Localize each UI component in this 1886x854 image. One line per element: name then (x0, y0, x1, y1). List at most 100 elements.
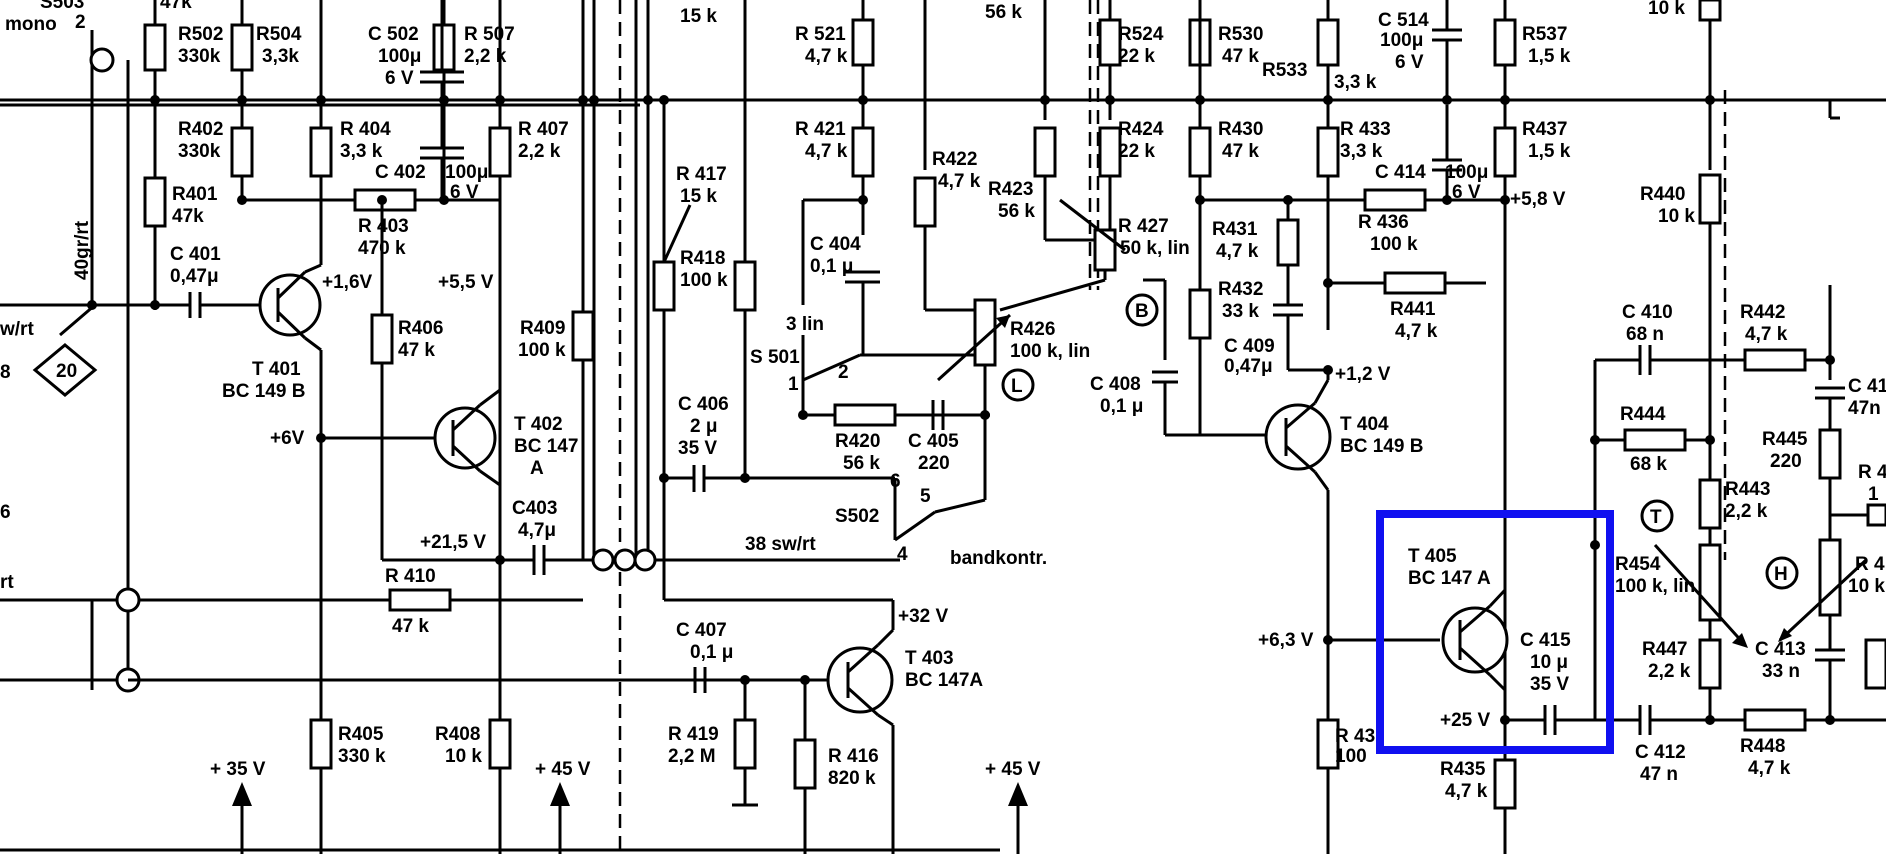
label-r418: R418 (680, 248, 725, 269)
label-r432: R432 (1218, 279, 1263, 300)
label-r424v: 22 k (1118, 141, 1155, 162)
label-t405t: BC 147 A (1408, 568, 1491, 589)
label-r442: R442 (1740, 302, 1785, 323)
label-r402: R402 (178, 119, 223, 140)
label-r435v: 4,7 k (1445, 781, 1488, 802)
label-r440v: 10 k (1658, 206, 1695, 227)
label-r537v: 1,5 k (1528, 46, 1571, 67)
label-v215: +21,5 V (420, 532, 486, 553)
label-t401t: BC 149 B (222, 381, 305, 402)
label-r423v: 56 k (998, 201, 1035, 222)
label-r435: R435 (1440, 759, 1486, 780)
label-r445v: 220 (1770, 451, 1802, 472)
label-r408v: 10 k (445, 746, 482, 767)
label-r417v: 15 k (680, 186, 717, 207)
label-c414v: 100μ (1445, 162, 1488, 183)
label-s503: S503 (40, 0, 84, 13)
label-c414u: 6 V (1452, 182, 1481, 203)
b-control-marker (1125, 293, 1159, 327)
label-s1: 1 (788, 374, 799, 395)
label-r502: R502 (178, 24, 223, 45)
label-t403: T 403 (905, 648, 954, 669)
label-r504: R504 (256, 24, 302, 45)
label-r445: R445 (1762, 429, 1808, 450)
label-swrt: w/rt (0, 319, 34, 340)
label-t: T (1650, 507, 1662, 528)
label-r431: R431 (1212, 219, 1258, 240)
label-r420v: 56 k (843, 453, 880, 474)
label-c402: C 402 (375, 162, 426, 183)
label-gr: 40gr/rt (72, 220, 93, 280)
label-c403v: 4,7μ (518, 520, 556, 541)
label-r401: R401 (172, 184, 218, 205)
label-r440: R440 (1640, 184, 1685, 205)
label-r426v: 100 k, lin (1010, 341, 1090, 362)
label-c408: C 408 (1090, 374, 1141, 395)
label-s2: 2 (838, 362, 849, 383)
label-r521v2: 4,7 k (805, 46, 848, 67)
label-c402v: 100μ (445, 162, 488, 183)
label-c415u: 35 V (1530, 674, 1569, 695)
label-c408v: 0,1 μ (1100, 396, 1143, 417)
label-r407v: 2,2 k (518, 141, 561, 162)
label-c514v: 100μ (1380, 30, 1423, 51)
label-r419: R 419 (668, 724, 719, 745)
label-c402u: 6 V (450, 182, 479, 203)
label-r405v: 330 k (338, 746, 386, 767)
label-r403: R 403 (358, 216, 409, 237)
label-r407: R 407 (518, 119, 569, 140)
stage-t404 (1033, 0, 1517, 854)
label-r448v: 4,7 k (1748, 758, 1791, 779)
label-r423: R423 (988, 179, 1033, 200)
label-v45a: + 45 V (535, 759, 591, 780)
label-c41xv: 47n (1848, 398, 1881, 419)
stage-t403 (0, 0, 1106, 854)
label-r406v: 47 k (398, 340, 435, 361)
label-c413v: 33 n (1762, 661, 1800, 682)
label-v58: +5,8 V (1510, 189, 1566, 210)
label-r4y: R 4 (1855, 554, 1885, 575)
label-r437: R437 (1522, 119, 1567, 140)
label-r430: R430 (1218, 119, 1263, 140)
label-r427v: 50 k, lin (1120, 238, 1190, 259)
label-r436: R 436 (1358, 212, 1409, 233)
label-r403v: 470 k (358, 238, 406, 259)
label-r422v: 4,7 k (938, 171, 981, 192)
label-r422: R422 (932, 149, 977, 170)
label-c403: C403 (512, 498, 557, 519)
h-control-marker (1765, 556, 1799, 590)
label-rt: rt (0, 572, 14, 593)
label-r539v: 10 k (1648, 0, 1685, 19)
label-c415: C 415 (1520, 630, 1571, 651)
label-r441: R441 (1390, 299, 1436, 320)
label-r419v: 2,2 M (668, 746, 716, 767)
label-r442v: 4,7 k (1745, 324, 1788, 345)
label-r410v: 47 k (392, 616, 429, 637)
label-c514: C 514 (1378, 10, 1429, 31)
label-c410: C 410 (1622, 302, 1673, 323)
label-v16: +1,6V (322, 272, 373, 293)
t-control-marker (1640, 499, 1674, 533)
label-r530v: 47 k (1222, 46, 1259, 67)
label-t402s: A (530, 458, 544, 479)
label-c502u: 6 V (385, 68, 414, 89)
label-r417: R 417 (676, 164, 727, 185)
label-r404v: 3,3 k (340, 141, 383, 162)
label-r433v: 3,3 k (1340, 141, 1383, 162)
label-r434v: 100 (1335, 746, 1367, 767)
label-r416: R 416 (828, 746, 879, 767)
label-r524: R524 (1118, 24, 1164, 45)
label-badge20: 20 (56, 361, 77, 382)
label-c404v: 0,1 μ (810, 256, 853, 277)
label-r507v: 2,2 k (464, 46, 507, 67)
label-t401: T 401 (252, 359, 301, 380)
label-t404: T 404 (1340, 414, 1389, 435)
stage-t401-t402 (0, 0, 900, 854)
label-r409: R409 (520, 318, 565, 339)
label-v55: +5,5 V (438, 272, 494, 293)
label-r533: R533 (1262, 60, 1307, 81)
label-r416v: 820 k (828, 768, 876, 789)
label-v45b: + 45 V (985, 759, 1041, 780)
label-r431v: 4,7 k (1216, 241, 1259, 262)
label-c404: C 404 (810, 234, 861, 255)
